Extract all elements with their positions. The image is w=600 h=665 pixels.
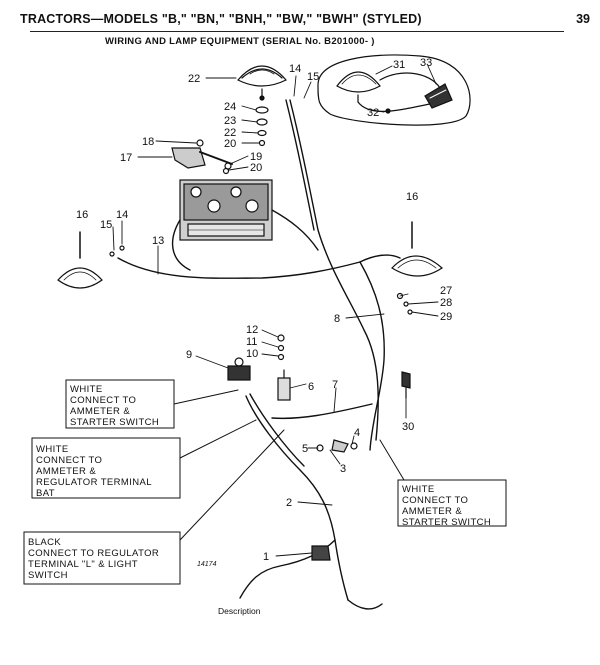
callout-4: 4 [354,427,360,439]
callout-1: 1 [263,551,269,563]
callout-27: 27 [440,285,452,297]
note-c: BLACK CONNECT TO REGULATOR TERMINAL "L" … [28,537,159,581]
footer-description: Description [218,606,261,616]
header-rule [30,31,564,32]
callout-13: 13 [152,235,164,247]
svg-text:STARTER SWITCH: STARTER SWITCH [402,517,491,528]
svg-text:REGULATOR TERMINAL: REGULATOR TERMINAL [36,477,152,488]
callout-11: 11 [246,336,257,348]
callout-28: 28 [440,297,452,309]
callout-6: 6 [308,381,314,393]
callout-5: 5 [302,443,308,455]
svg-text:STARTER SWITCH: STARTER SWITCH [70,417,159,428]
callout-30: 30 [402,421,414,433]
callout-9: 9 [186,349,192,361]
svg-text:AMMETER &: AMMETER & [402,506,462,517]
callout-25: 22 [188,73,200,85]
regulator-box [179,179,273,241]
callout-labels: 22 14 15 31 33 32 24 23 22 20 18 17 19 2… [76,57,452,563]
note-a: WHITE CONNECT TO AMMETER & STARTER SWITC… [70,384,159,428]
page-title: TRACTORS—MODELS "B," "BN," "BNH," "BW," … [20,12,422,26]
part-1 [311,545,331,561]
callout-10: 10 [246,348,258,360]
callout-32: 32 [367,107,379,119]
callout-16-left: 16 [76,209,88,221]
figure-id: 14174 [197,561,217,568]
callout-17: 17 [120,152,132,164]
callout-3: 3 [340,463,346,475]
callout-21: 20 [224,138,236,150]
parts-3-5 [316,439,358,453]
note-boxes [23,379,507,585]
callout-2: 2 [286,497,292,509]
switch-9 [227,357,251,381]
callout-20: 20 [250,162,262,174]
svg-text:WHITE: WHITE [70,384,103,395]
section-subtitle: WIRING AND LAMP EQUIPMENT (SERIAL No. B2… [105,36,375,47]
leader-lines [112,65,439,557]
bracket-17 [171,139,233,175]
hardware-21-24 [255,106,269,147]
svg-text:BAT: BAT [36,488,55,499]
part-6 [277,369,291,401]
inset-panel [317,54,471,126]
callout-23: 23 [224,115,236,127]
wire-harness [117,99,401,610]
note-d: WHITE CONNECT TO AMMETER & STARTER SWITC… [402,484,491,528]
svg-text:CONNECT TO: CONNECT TO [402,495,468,506]
page-number: 39 [576,12,590,26]
callout-14-top: 14 [289,63,301,75]
callout-14-left: 14 [116,209,128,221]
svg-text:WHITE: WHITE [36,444,69,455]
top-lamp-25 [237,65,287,101]
svg-text:AMMETER &: AMMETER & [70,406,130,417]
svg-text:WHITE: WHITE [402,484,435,495]
callout-19: 19 [250,151,262,163]
callout-33: 33 [420,57,432,69]
callout-24: 24 [224,101,236,113]
svg-text:SWITCH: SWITCH [28,570,68,581]
callout-15-left: 15 [100,219,112,231]
note-b: WHITE CONNECT TO AMMETER & REGULATOR TER… [36,444,152,499]
callout-12: 12 [246,324,258,336]
svg-text:CONNECT TO REGULATOR: CONNECT TO REGULATOR [28,548,159,559]
callout-22: 22 [224,127,236,139]
svg-text:CONNECT TO: CONNECT TO [36,455,102,466]
callout-16-right: 16 [406,191,418,203]
callout-8: 8 [334,313,340,325]
callout-29: 29 [440,311,452,323]
svg-text:AMMETER &: AMMETER & [36,466,96,477]
svg-text:CONNECT TO: CONNECT TO [70,395,136,406]
svg-text:BLACK: BLACK [28,537,61,548]
hardware-10-12 [277,334,285,361]
callout-18: 18 [142,136,154,148]
callout-31: 31 [393,59,405,71]
callout-7: 7 [332,379,338,391]
left-lamp-16 [57,231,125,289]
part-30 [401,371,411,399]
callout-15-top: 15 [307,71,319,83]
right-lamp-16 [391,221,443,315]
svg-text:TERMINAL "L" & LIGHT: TERMINAL "L" & LIGHT [28,559,138,570]
